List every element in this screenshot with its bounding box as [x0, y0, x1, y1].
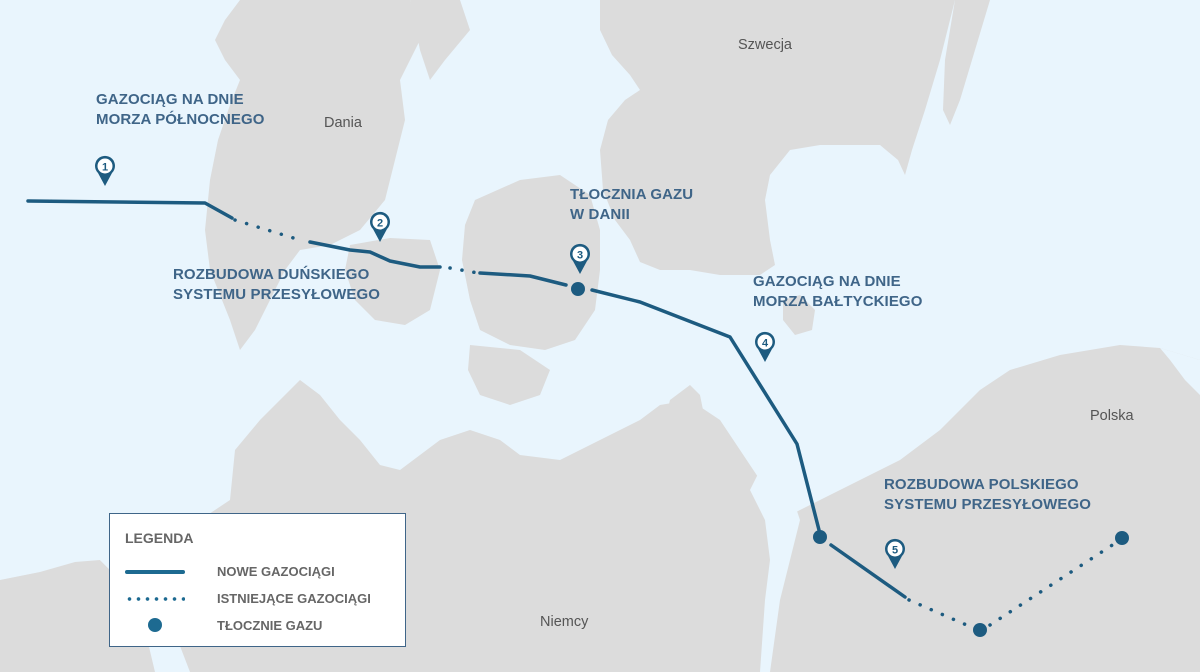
compressor-station-dot [973, 623, 987, 637]
annotation-line: MORZA BAŁTYCKIEGO [753, 293, 923, 310]
pipelines-new [26, 199, 907, 599]
lagoon [750, 470, 800, 672]
country-label: Szwecja [738, 37, 792, 53]
legend-item-new-pipelines: NOWE GAZOCIĄGI [110, 562, 405, 582]
new-pipeline-segment [829, 543, 907, 599]
map-pin-icon: 5 [885, 538, 905, 569]
existing-pipeline-segment [907, 598, 980, 632]
map-pin-icon: 4 [755, 331, 775, 362]
legend-item-existing-pipelines: ISTNIEJĄCE GAZOCIĄGI [110, 589, 405, 609]
legend-title: LEGENDA [125, 530, 194, 546]
marker-number: 1 [102, 162, 108, 174]
new-pipeline-segment [308, 240, 442, 269]
existing-pipeline-segment [988, 538, 1122, 627]
dotted-line-icon [125, 589, 185, 609]
land-lolland [468, 345, 550, 405]
annotation-line: ROZBUDOWA DUŃSKIEGO [173, 266, 370, 283]
country-label: Niemcy [540, 614, 589, 630]
new-pipeline-segment [478, 271, 568, 287]
marker-number: 5 [892, 545, 898, 557]
annotation-line: GAZOCIĄG NA DNIE [753, 273, 901, 290]
land-jutland [205, 0, 420, 350]
land-jutland-north [410, 0, 470, 80]
existing-pipeline-segment [448, 266, 480, 275]
annotation-danish-compressor: TŁOCZNIA GAZU W DANII [570, 185, 693, 225]
annotation-line: TŁOCZNIA GAZU [570, 186, 694, 203]
map-pin-icon: 1 [95, 155, 115, 186]
marker-number: 2 [377, 218, 383, 230]
legend: LEGENDA NOWE GAZOCIĄGI ISTNIEJĄCE GAZOCI… [109, 513, 406, 647]
annotation-line: MORZA PÓŁNOCNEGO [96, 111, 265, 128]
pipelines-existing [233, 218, 1122, 632]
legend-item-compressor-stations: TŁOCZNIE GAZU [110, 616, 405, 636]
land-zealand [462, 175, 600, 350]
location-markers: 1 2 3 4 5 [95, 155, 905, 569]
land-rugen [665, 385, 720, 450]
legend-item-label: ISTNIEJĄCE GAZOCIĄGI [217, 591, 371, 606]
annotation-line: W DANII [570, 206, 630, 223]
annotation-north-sea-pipeline: GAZOCIĄG NA DNIE MORZA PÓŁNOCNEGO [96, 90, 265, 130]
annotation-danish-system-expansion: ROZBUDOWA DUŃSKIEGO SYSTEMU PRZESYŁOWEGO [173, 265, 380, 305]
country-label: Dania [324, 115, 362, 131]
annotation-baltic-pipeline: GAZOCIĄG NA DNIE MORZA BAŁTYCKIEGO [753, 272, 922, 312]
annotation-line: SYSTEMU PRZESYŁOWEGO [173, 286, 381, 303]
annotation-polish-system-expansion: ROZBUDOWA POLSKIEGO SYSTEMU PRZESYŁOWEGO [884, 475, 1091, 515]
land-sweden [600, 0, 955, 275]
solid-line-icon [125, 562, 185, 582]
map-pin-icon: 2 [370, 211, 390, 242]
polish-bay [1160, 348, 1200, 395]
country-label: Polska [1090, 408, 1134, 424]
land-oland [943, 0, 990, 125]
station-dot-icon [125, 616, 185, 636]
new-pipeline-segment [26, 199, 234, 220]
annotation-line: GAZOCIĄG NA DNIE [96, 91, 244, 108]
compressor-stations [571, 282, 1129, 637]
legend-item-label: NOWE GAZOCIĄGI [217, 564, 335, 579]
land-bornholm [783, 295, 815, 335]
annotation-line: ROZBUDOWA POLSKIEGO [884, 476, 1079, 493]
marker-number: 4 [762, 338, 769, 350]
new-pipeline-segment [590, 288, 821, 532]
legend-item-label: TŁOCZNIE GAZU [217, 618, 323, 633]
map-pin-icon: 3 [570, 243, 590, 274]
compressor-station-dot [813, 530, 827, 544]
annotation-line: SYSTEMU PRZESYŁOWEGO [884, 496, 1092, 513]
compressor-station-dot [571, 282, 585, 296]
marker-number: 3 [577, 250, 583, 262]
land-funen [345, 238, 440, 325]
compressor-station-dot [1115, 531, 1129, 545]
existing-pipeline-segment [233, 218, 302, 242]
